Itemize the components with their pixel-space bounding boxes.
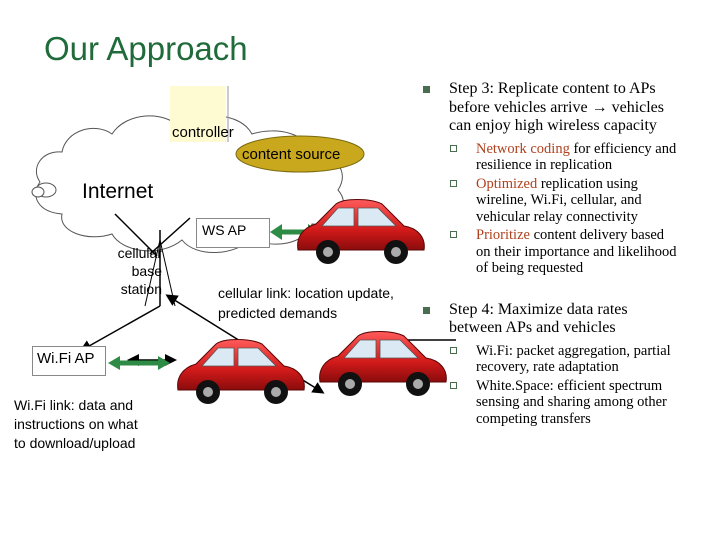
car-icon-top: [297, 199, 425, 264]
car-icon-middle: [177, 339, 305, 404]
sub-text: vehicular relay connectivity: [476, 208, 638, 225]
ws-ap-label: WS AP: [202, 222, 247, 238]
step3-sub-prioritize: Prioritize content delivery based on the…: [450, 227, 713, 277]
wifi-ap-green-arrow: [108, 356, 170, 370]
step3-sub-optimized: Optimized replication using wireline, Wi…: [450, 175, 713, 226]
sub-text: wireline, Wi.Fi, cellular, and: [476, 192, 642, 208]
sub-text: on their importance and likelihood: [476, 243, 677, 260]
square-bullet-icon: [423, 306, 430, 314]
checkbox-bullet-icon: [450, 346, 457, 354]
slide-title: Our Approach: [44, 30, 248, 67]
content-source-label: content source: [242, 146, 341, 163]
step3-line: can enjoy high wireless capacity: [449, 117, 657, 134]
internet-label: Internet: [82, 180, 154, 203]
step4-line: between APs and vehicles: [449, 319, 616, 336]
cellular-base-station-label: cellular base station: [110, 244, 162, 298]
checkbox-bullet-icon: [450, 381, 457, 389]
highlight-text: Optimized: [476, 175, 538, 192]
sub-text: White.Space: efficient spectrum: [476, 377, 663, 394]
sub-text: sensing and sharing among other: [476, 394, 667, 410]
step4-sub-wifi: Wi.Fi: packet aggregation, partial recov…: [450, 342, 713, 376]
wifi-link-line: instructions on what: [14, 416, 138, 432]
ws-ap-box: [196, 218, 270, 248]
wifi-ap-label: Wi.Fi AP: [37, 350, 95, 367]
wifi-link-label: Wi.Fi link: data and instructions on wha…: [14, 396, 138, 453]
sub-text: competing transfers: [476, 410, 591, 427]
internet-cellular-link: [114, 213, 158, 257]
checkbox-bullet-icon: [450, 144, 457, 152]
sub-text: for efficiency and: [569, 140, 677, 157]
checkbox-bullet-icon: [450, 231, 457, 238]
bullet-panel: Step 3: Replicate content to APs before …: [423, 80, 713, 428]
step4-bullet: Step 4: Maximize data rates between APs …: [423, 300, 713, 338]
tower-to-wifi-link: [79, 305, 161, 352]
internet-cellular-link-2: [149, 217, 191, 255]
wifi-ap-green-arrow-icon: [108, 356, 170, 370]
sub-text: recovery, rate adaptation: [476, 359, 619, 375]
highlight-text: Prioritize: [476, 227, 530, 243]
sub-text: replication using: [537, 175, 638, 192]
wifi-link-line: to download/upload: [14, 435, 136, 451]
cellular-label-line: base: [131, 263, 162, 279]
square-bullet-icon: [423, 86, 430, 93]
step3-line: Step 3: Replicate content to APs: [449, 80, 656, 97]
cellular-link-label: cellular link: location update, predicte…: [218, 283, 394, 323]
step3-line: before vehicles arrive → vehicles: [449, 98, 665, 116]
controller-label: controller: [172, 124, 234, 141]
step3-bullet: Step 3: Replicate content to APs before …: [423, 80, 713, 136]
car-icon-right: [319, 331, 447, 396]
cellular-link-line: predicted demands: [218, 305, 338, 321]
step4-sub-whitespace: White.Space: efficient spectrum sensing …: [450, 377, 713, 428]
highlight-text: Network coding: [476, 140, 570, 157]
step4-line: Step 4: Maximize data rates: [449, 300, 628, 318]
sub-text: content delivery based: [529, 227, 665, 243]
cellular-label-line: station: [120, 281, 162, 297]
cellular-link-line: cellular link: location update,: [218, 285, 394, 301]
step3-sub-network-coding: Network coding for efficiency and resili…: [450, 140, 713, 174]
wifi-ap-box: [32, 346, 106, 376]
sub-text: resilience in replication: [476, 157, 613, 173]
controller-box: [170, 86, 226, 142]
checkbox-bullet-icon: [450, 179, 457, 187]
cloud-puff: [31, 186, 45, 198]
wifi-link-line: Wi.Fi link: data and: [14, 397, 134, 413]
content-source-ellipse: [235, 135, 365, 173]
sub-text: Wi.Fi: packet aggregation, partial: [476, 342, 671, 359]
sub-text: of being requested: [476, 260, 584, 276]
cellular-label-line: cellular: [117, 245, 162, 261]
